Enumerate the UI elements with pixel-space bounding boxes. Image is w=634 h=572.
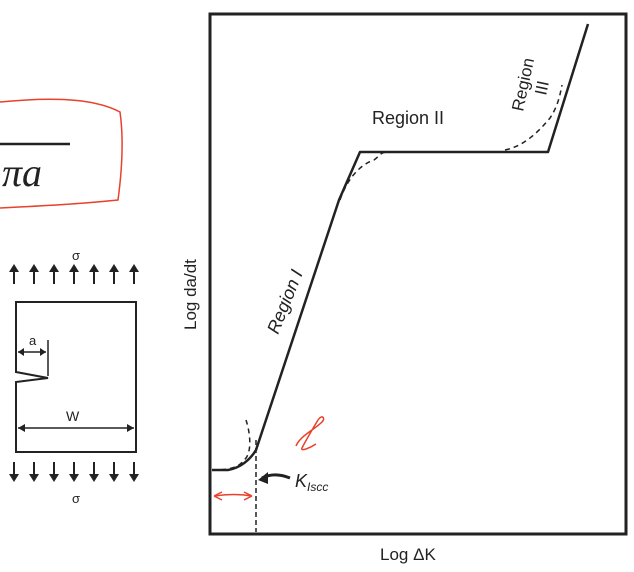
idealized-curve <box>212 23 590 472</box>
actual-curve-dashed <box>211 84 563 471</box>
specimen-diagram: σ a W <box>9 248 139 506</box>
width-dimension <box>18 424 134 432</box>
formula-fragment: πa <box>0 98 123 209</box>
specimen-plate <box>15 301 137 453</box>
red-annotations <box>213 416 325 501</box>
region-2-label: Region II <box>372 108 444 128</box>
threshold-label: KIscc <box>295 471 328 494</box>
y-axis-label: Log da/dt <box>181 259 200 330</box>
width-label: W <box>66 408 80 424</box>
formula-pi-a: πa <box>2 150 42 195</box>
threshold-label-k: K <box>295 471 308 491</box>
stress-label-bottom: σ <box>72 491 80 506</box>
crack-label: a <box>29 333 37 348</box>
plot-frame <box>208 12 628 536</box>
crack-growth-diagram: Log da/dt Log ΔK Region I Region II Regi… <box>181 12 628 564</box>
x-axis-label: Log ΔK <box>380 545 436 564</box>
red-scribble-arrow <box>295 416 325 451</box>
region-1-label: Region I <box>263 267 307 337</box>
stress-arrows-top <box>9 264 139 284</box>
stress-arrows-bottom <box>9 462 139 482</box>
crack-length-dimension <box>18 340 49 376</box>
threshold-pointer-head <box>258 472 268 484</box>
threshold-label-subscript: Iscc <box>307 480 328 494</box>
stress-label-top: σ <box>72 248 80 263</box>
region-3-label-line2: III <box>531 79 553 97</box>
red-double-arrow <box>213 491 253 501</box>
formula-red-outline <box>0 98 123 209</box>
